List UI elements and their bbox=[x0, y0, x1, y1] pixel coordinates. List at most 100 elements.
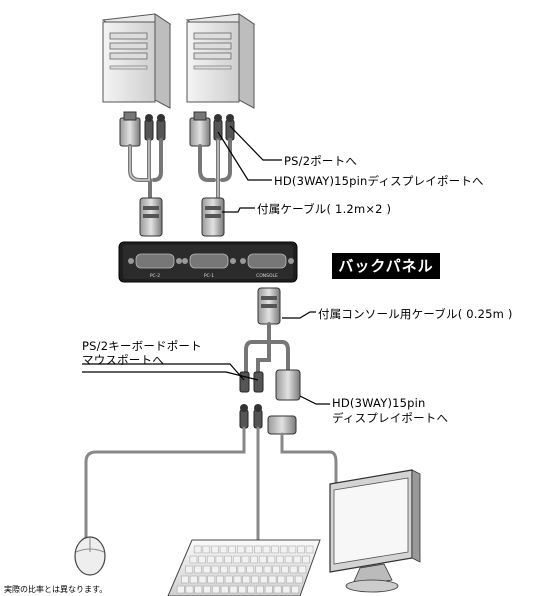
pc-cables-highlight bbox=[129, 140, 219, 200]
pc-cables bbox=[128, 138, 232, 202]
keyboard-key bbox=[267, 555, 276, 564]
console-leader-line bbox=[282, 311, 316, 319]
keyboard-key bbox=[242, 575, 251, 584]
ps2-keyboard-label: PS/2キーボードポート bbox=[82, 339, 202, 353]
keyboard-key bbox=[294, 575, 303, 584]
keyboard-key bbox=[237, 565, 246, 574]
monitor-icon bbox=[329, 469, 421, 593]
pc-tower-icon bbox=[101, 13, 172, 109]
keyboard-key bbox=[251, 575, 259, 584]
keyboard-key bbox=[273, 585, 282, 594]
keyboard-key bbox=[268, 575, 277, 584]
keyboard-key bbox=[194, 585, 203, 594]
keyboard-key bbox=[229, 585, 238, 594]
keyboard-key bbox=[236, 545, 245, 554]
keyboard-key bbox=[293, 555, 302, 564]
keyboard-key bbox=[281, 565, 289, 574]
keyboard-key bbox=[224, 575, 233, 584]
keyboard-key bbox=[211, 545, 219, 554]
keyboard-key bbox=[189, 575, 198, 584]
keyboard-key bbox=[206, 555, 215, 564]
keyboard-key bbox=[305, 545, 314, 554]
panel-port-label: PC-2 bbox=[150, 273, 160, 279]
keyboard-key bbox=[288, 545, 297, 554]
included-cable-label: 付属ケーブル( 1.2m×2 ) bbox=[257, 202, 392, 216]
keyboard-key bbox=[298, 565, 307, 574]
keyboard-key bbox=[198, 575, 207, 584]
keyboard-key bbox=[202, 545, 211, 554]
panel-port-label: PC-1 bbox=[204, 273, 214, 279]
keyboard-key bbox=[272, 565, 281, 574]
keyboard-key bbox=[211, 565, 220, 574]
keyboard-key bbox=[264, 585, 273, 594]
keyboard-key bbox=[282, 585, 291, 594]
keyboard-key bbox=[203, 585, 211, 594]
keyboard-key bbox=[277, 575, 286, 584]
hd-display-label-line1: HD(3WAY)15pin bbox=[332, 396, 426, 410]
device-cables bbox=[84, 426, 338, 542]
keyboard-key bbox=[254, 545, 262, 554]
hd-port-label: HD(3WAY)15pinディスプレイポートへ bbox=[274, 174, 484, 188]
lower-leader-lines bbox=[82, 363, 330, 405]
kvm-side-plug-1 bbox=[139, 197, 163, 237]
console-ps2-plugs bbox=[239, 369, 301, 401]
upper-leader-lines bbox=[217, 125, 282, 213]
keyboard-key bbox=[224, 555, 233, 564]
pc-tower-icon bbox=[185, 13, 256, 109]
keyboard-key bbox=[198, 555, 207, 564]
keyboard-key bbox=[246, 565, 255, 574]
keyboard-key bbox=[185, 565, 194, 574]
keyboard-key bbox=[220, 585, 229, 594]
keyboard-key bbox=[212, 585, 220, 594]
pc1-connector-set bbox=[119, 111, 166, 147]
keyboard-key bbox=[302, 555, 310, 564]
keyboard-key bbox=[215, 555, 224, 564]
keyboard-key bbox=[247, 585, 255, 594]
keyboard-key bbox=[255, 565, 263, 574]
keyboard-key bbox=[286, 575, 294, 584]
panel-port-label: CONSOLE bbox=[256, 273, 278, 279]
scale-note: 実際の比率とは異なります。 bbox=[4, 585, 108, 594]
keyboard-key bbox=[185, 585, 194, 594]
ps2-port-label: PS/2ポートへ bbox=[284, 154, 358, 168]
keyboard-icon bbox=[167, 539, 321, 596]
keyboard-key bbox=[238, 585, 247, 594]
keyboard-key bbox=[228, 545, 236, 554]
keyboard-key bbox=[207, 575, 216, 584]
keyboard-key bbox=[220, 565, 228, 574]
console-cable-label: 付属コンソール用ケーブル( 0.25m ) bbox=[318, 307, 513, 321]
keyboard-key bbox=[233, 575, 242, 584]
keyboard-key bbox=[255, 585, 264, 594]
keyboard-key bbox=[250, 555, 258, 564]
console-cable-plug bbox=[257, 287, 281, 325]
keyboard-key bbox=[284, 555, 293, 564]
keyboard-key bbox=[262, 545, 271, 554]
keyboard-key bbox=[193, 545, 202, 554]
keyboard-key bbox=[202, 565, 211, 574]
keyboard-key bbox=[216, 575, 224, 584]
keyboard-key bbox=[259, 575, 268, 584]
keyboard-key bbox=[189, 555, 198, 564]
keyboard-key bbox=[241, 555, 250, 564]
mouse-icon bbox=[74, 536, 106, 576]
keyboard-key bbox=[258, 555, 267, 564]
keyboard-key bbox=[263, 565, 272, 574]
console-cable bbox=[244, 322, 290, 374]
keyboard-key bbox=[194, 565, 202, 574]
mouse-port-label: マウスポートへ bbox=[82, 353, 164, 367]
keyboard-key bbox=[271, 545, 279, 554]
keyboard-key bbox=[276, 555, 284, 564]
keyboard-key bbox=[245, 545, 254, 554]
back-panel-label: バックパネル bbox=[332, 253, 440, 279]
device-plugs bbox=[239, 404, 297, 435]
keyboard-key bbox=[289, 565, 298, 574]
keyboard-key bbox=[181, 575, 189, 584]
keyboard-key bbox=[219, 545, 228, 554]
keyboard-key bbox=[232, 555, 241, 564]
keyboard-key bbox=[297, 545, 305, 554]
keyboard-key bbox=[176, 585, 185, 594]
pc2-connector-set bbox=[189, 111, 235, 147]
kvm-switch-icon: PC-2 PC-1 CONSOLE bbox=[118, 241, 298, 283]
